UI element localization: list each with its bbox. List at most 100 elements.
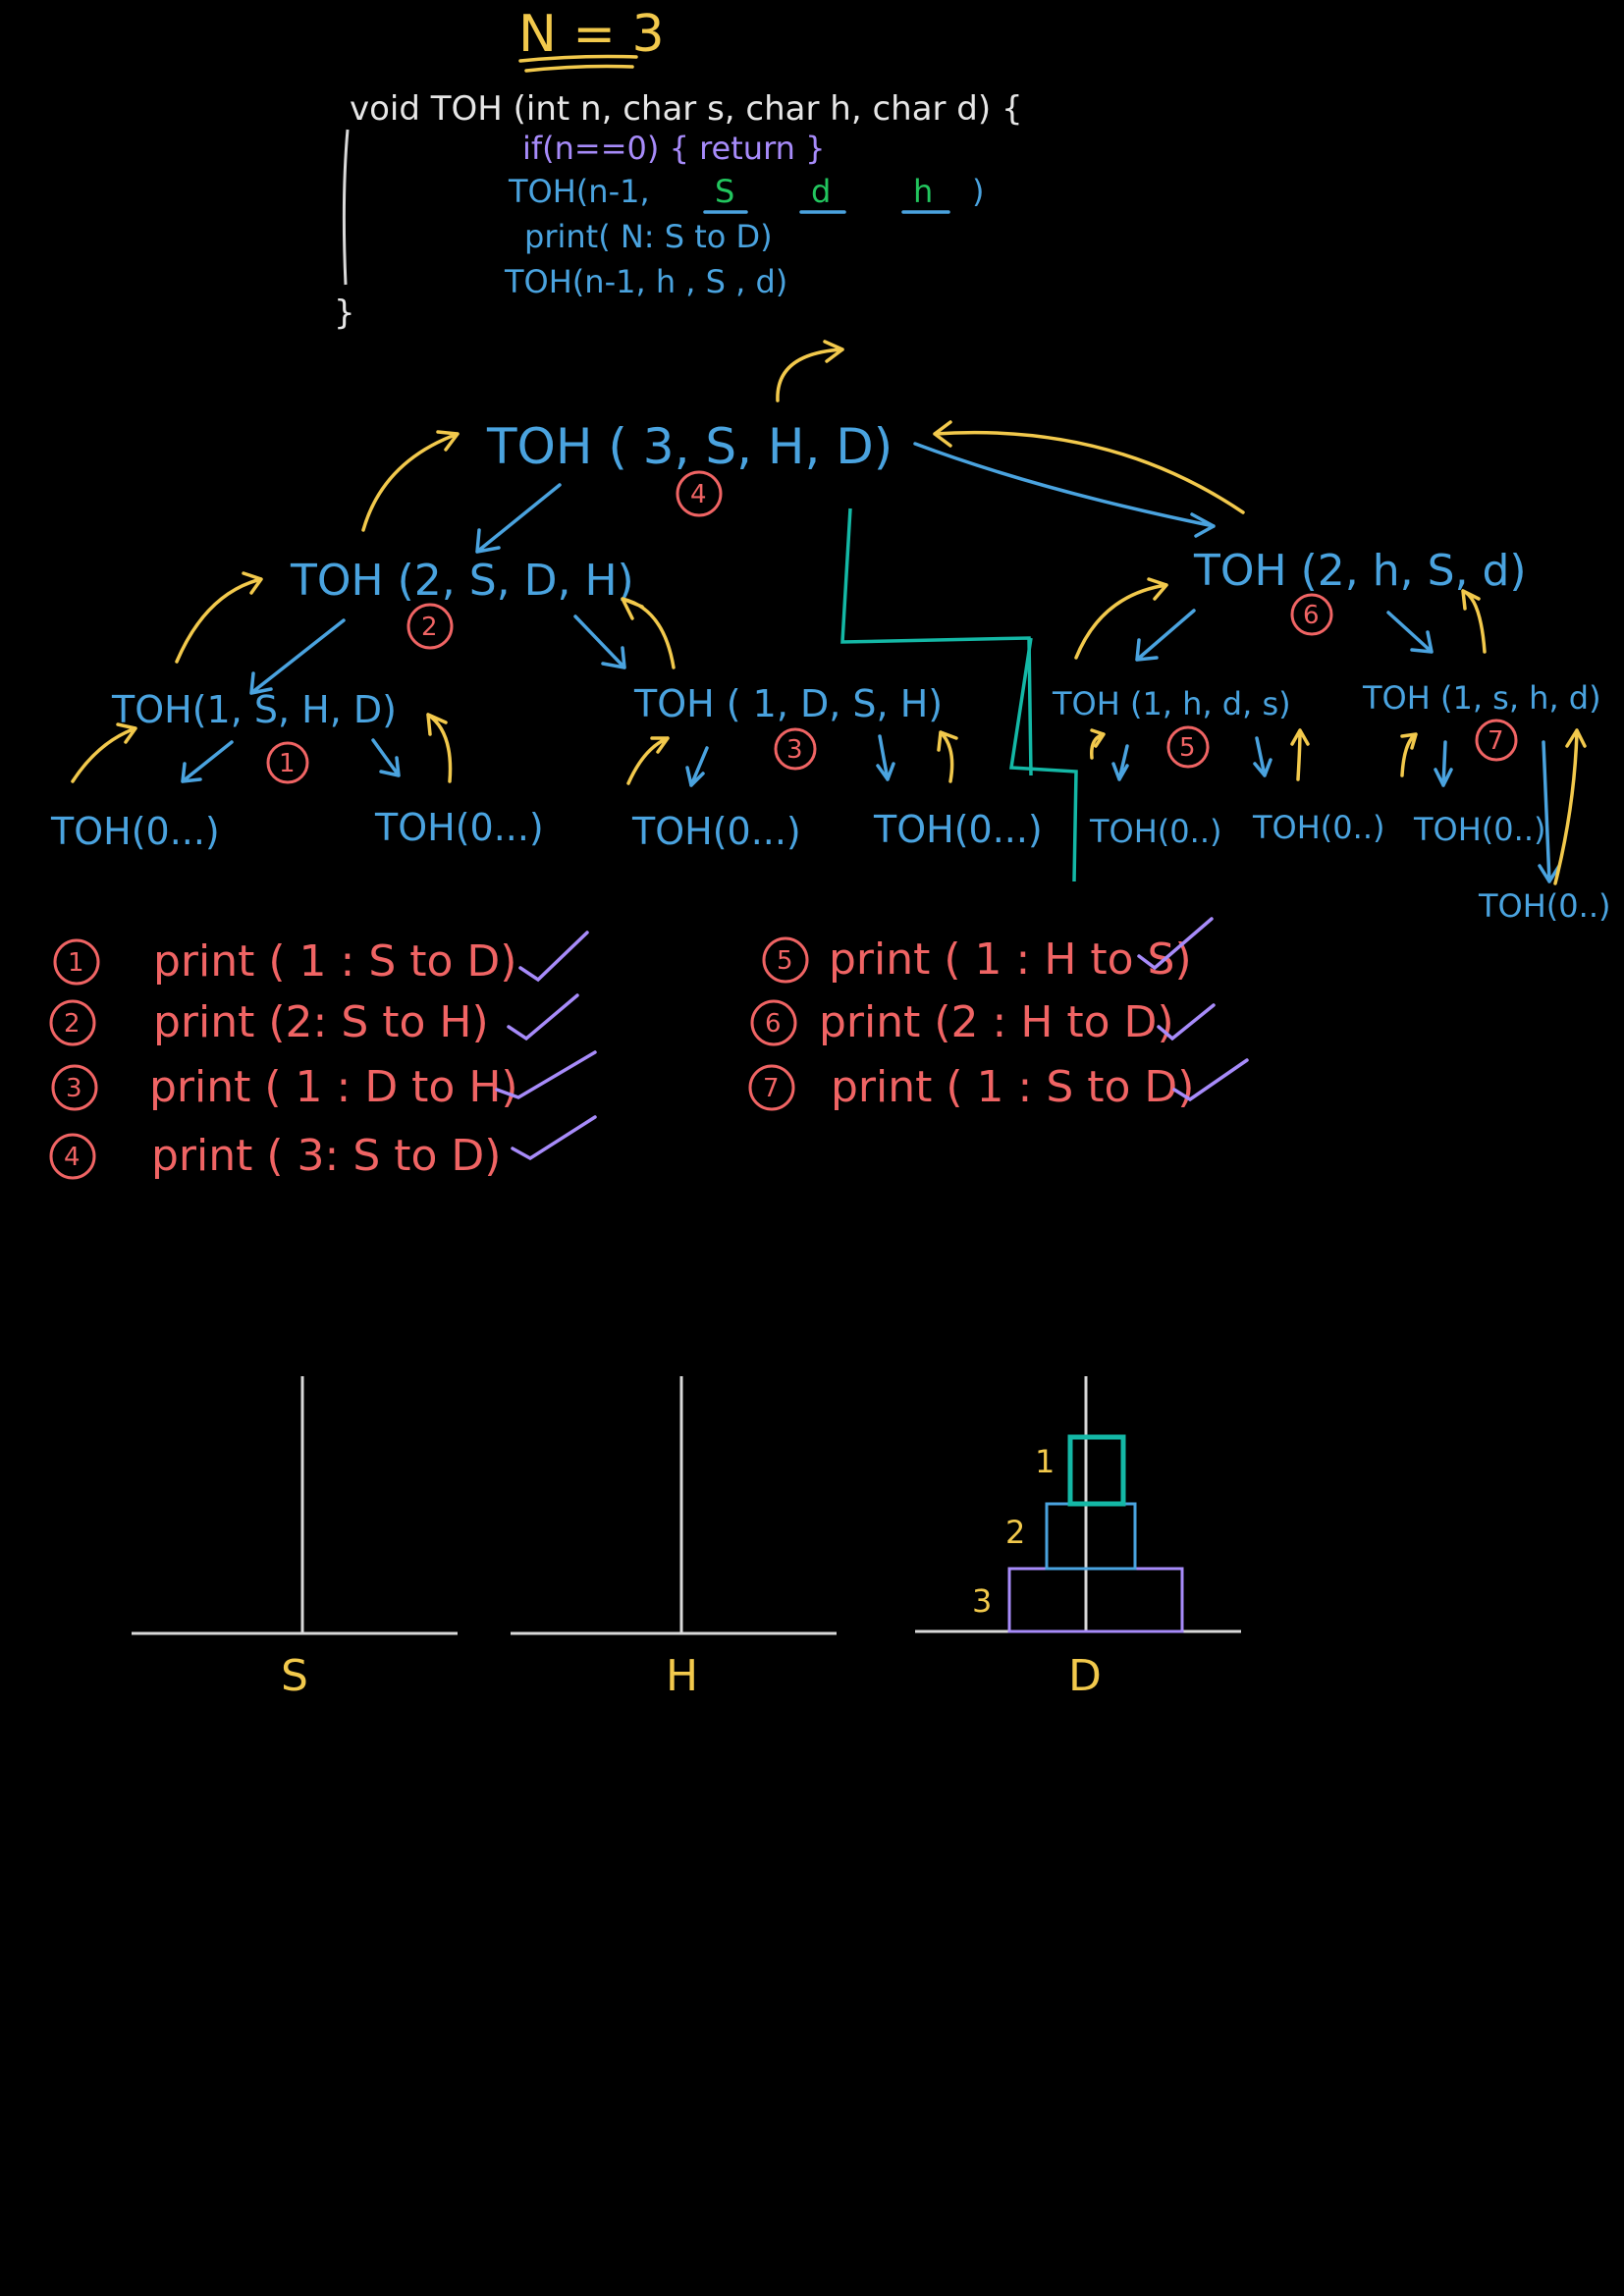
return-arrow bbox=[71, 722, 137, 783]
print-number: 1 bbox=[68, 948, 84, 978]
step-number: 4 bbox=[690, 480, 707, 509]
divider-line bbox=[1008, 637, 1078, 882]
step-circle bbox=[676, 470, 723, 517]
arrow-right-to-rl bbox=[1135, 609, 1196, 662]
disk-2 bbox=[1045, 1502, 1137, 1571]
leaf-call: TOH(0..) bbox=[1089, 813, 1221, 850]
print-text: print ( 1 : D to H) bbox=[149, 1062, 518, 1112]
call-left-right: TOH ( 1, D, S, H) bbox=[633, 682, 943, 725]
call-left: TOH (2, S, D, H) bbox=[290, 556, 634, 606]
print-number: 7 bbox=[763, 1074, 780, 1103]
print-num-circle bbox=[750, 999, 797, 1046]
check-mark bbox=[1172, 1058, 1249, 1102]
check-mark bbox=[507, 993, 579, 1041]
print-item: 2 print (2: S to H) bbox=[49, 993, 579, 1047]
return-arrow bbox=[1553, 728, 1587, 885]
step-number: 5 bbox=[1179, 733, 1196, 763]
divider-lines bbox=[840, 507, 1078, 882]
code-signature: void TOH (int n, char s, char h, char d)… bbox=[350, 89, 1023, 129]
step-markers: 4 2 6 1 3 5 7 bbox=[266, 470, 1518, 784]
step-number: 2 bbox=[421, 613, 438, 642]
arrow-ll-to-leaf bbox=[181, 740, 234, 783]
print-item: 3 print ( 1 : D to H) bbox=[51, 1050, 597, 1112]
arrow-rr-to-leaf bbox=[1434, 740, 1453, 787]
arrow-right-to-rr bbox=[1386, 611, 1434, 654]
disk-label: 2 bbox=[1005, 1514, 1025, 1551]
check-mark bbox=[511, 1115, 597, 1161]
print-text: print ( 1 : S to D) bbox=[831, 1062, 1194, 1112]
check-mark bbox=[518, 931, 589, 983]
print-num-circle bbox=[49, 999, 96, 1046]
return-arrow bbox=[776, 340, 844, 402]
step-number: 6 bbox=[1303, 601, 1320, 630]
peg-h: H bbox=[511, 1376, 837, 1701]
disk-label: 1 bbox=[1035, 1443, 1055, 1480]
call-arrows bbox=[181, 442, 1561, 883]
peg-s: S bbox=[132, 1376, 458, 1701]
code-bracket-line bbox=[342, 129, 350, 286]
return-arrow bbox=[1090, 728, 1106, 760]
print-item: 4 print ( 3: S to D) bbox=[49, 1115, 597, 1181]
print-num-circle bbox=[49, 1133, 96, 1180]
peg-label: H bbox=[666, 1651, 698, 1701]
arrow-rl-to-leaf bbox=[1111, 744, 1129, 781]
return-arrow bbox=[626, 736, 670, 785]
return-arrow bbox=[1461, 589, 1487, 654]
disk-label: 3 bbox=[972, 1582, 992, 1620]
arrow-lr-to-leaf bbox=[685, 746, 709, 787]
leaf-call: TOH(0..) bbox=[1478, 887, 1610, 925]
leaf-call: TOH(0...) bbox=[374, 806, 544, 849]
code-recurse-1-s: S bbox=[715, 173, 734, 210]
arrow-left-to-lr bbox=[573, 614, 626, 669]
print-num-circle bbox=[51, 1064, 98, 1111]
step-number: 3 bbox=[786, 735, 803, 765]
title-underline bbox=[518, 54, 638, 73]
print-text: print ( 1 : S to D) bbox=[153, 936, 516, 987]
recursion-tree: TOH ( 3, S, H, D) TOH (2, S, D, H) TOH (… bbox=[50, 418, 1610, 925]
check-mark bbox=[1137, 917, 1214, 971]
hanoi-board: S H D 3 2 1 bbox=[132, 1376, 1241, 1701]
call-right-right: TOH (1, s, h, d) bbox=[1362, 679, 1601, 717]
return-arrow bbox=[175, 571, 263, 664]
arrow-ll-to-leaf bbox=[371, 738, 401, 777]
step-number: 7 bbox=[1488, 726, 1504, 756]
print-number: 4 bbox=[64, 1143, 81, 1172]
peg-label: S bbox=[281, 1651, 308, 1701]
call-root: TOH ( 3, S, H, D) bbox=[486, 418, 893, 475]
print-num-circle bbox=[53, 938, 100, 986]
code-recurse-1-close: ) bbox=[972, 173, 984, 210]
print-num-circle bbox=[762, 936, 809, 984]
print-item: 1 print ( 1 : S to D) bbox=[53, 931, 589, 987]
disk-3 bbox=[1007, 1567, 1184, 1633]
print-number: 2 bbox=[64, 1009, 81, 1039]
return-arrow bbox=[1074, 577, 1168, 660]
print-number: 3 bbox=[66, 1074, 82, 1103]
print-number: 6 bbox=[765, 1009, 782, 1039]
arrow-lr-to-leaf bbox=[876, 734, 895, 781]
step-circle bbox=[774, 727, 817, 771]
leaf-call: TOH(0..) bbox=[1252, 809, 1384, 846]
code-base-case: if(n==0) { return } bbox=[522, 130, 825, 167]
arrow-rl-to-leaf bbox=[1253, 736, 1272, 777]
print-number: 5 bbox=[777, 946, 793, 976]
arrow-left-to-ll bbox=[249, 618, 346, 695]
step-number: 1 bbox=[279, 749, 296, 778]
return-arrow bbox=[426, 713, 453, 783]
print-list: 1 print ( 1 : S to D) 2 print (2: S to H… bbox=[49, 917, 1249, 1181]
print-item: 5 print ( 1 : H to S) bbox=[762, 917, 1214, 985]
arrow-root-to-left bbox=[475, 483, 562, 554]
code-closing-brace: } bbox=[334, 294, 355, 333]
leaf-call: TOH(0...) bbox=[631, 810, 801, 853]
step-circle bbox=[266, 741, 309, 784]
return-arrow bbox=[1290, 728, 1310, 781]
check-mark bbox=[495, 1050, 597, 1099]
return-arrow bbox=[361, 430, 460, 532]
step-circle bbox=[1290, 593, 1333, 636]
print-text: print ( 1 : H to S) bbox=[829, 934, 1192, 985]
code-recurse-1: TOH(n-1, bbox=[508, 173, 650, 210]
return-arrows bbox=[71, 340, 1587, 885]
print-text: print (2 : H to D) bbox=[819, 997, 1174, 1047]
print-text: print ( 3: S to D) bbox=[151, 1131, 501, 1181]
step-circle bbox=[406, 603, 454, 650]
